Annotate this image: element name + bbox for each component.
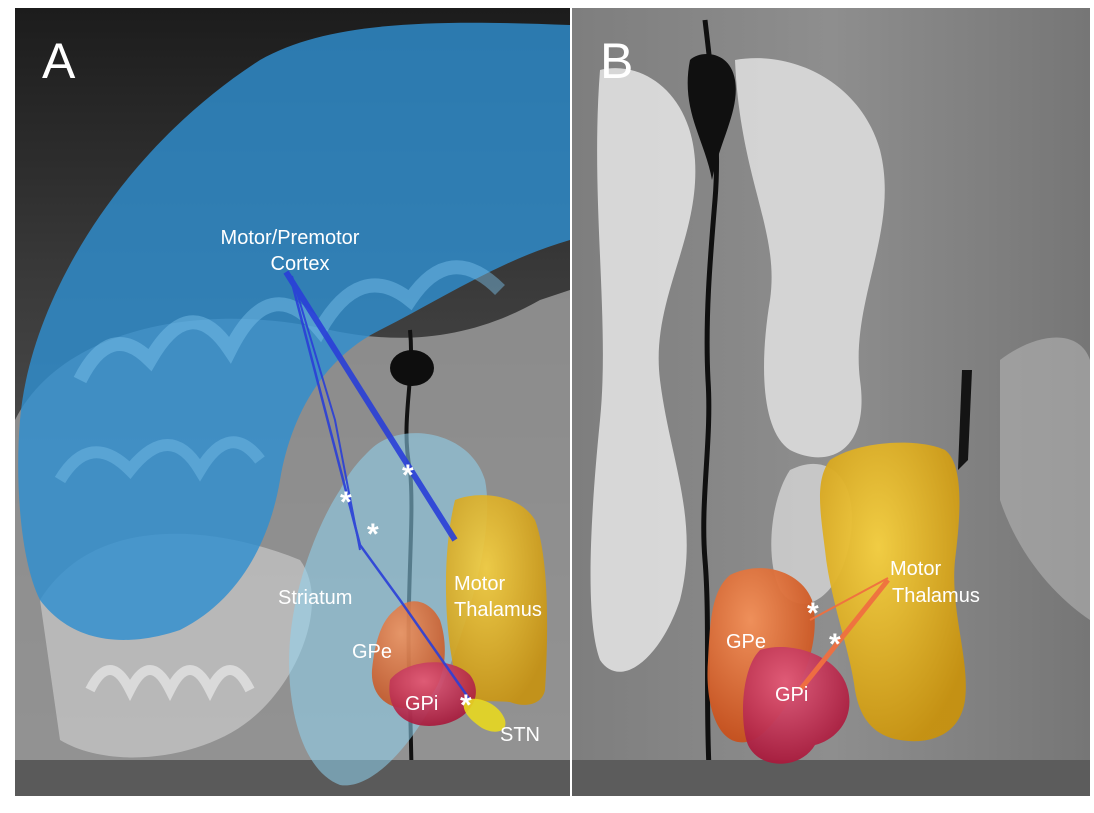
striatum-surface [289, 433, 488, 786]
panel-b-white-matter-right [735, 58, 885, 458]
marker-a-3: * [367, 518, 379, 551]
panel-b: B Motor Thalamus GPe GPi * * [572, 8, 1090, 796]
cortex-surface [18, 22, 570, 640]
cortex-folds [73, 260, 505, 384]
label-thalamus-a-line1: Motor [454, 573, 505, 595]
label-thalamus-a-line2: Thalamus [454, 599, 542, 621]
panel-a-gyri [85, 665, 255, 702]
panel-divider [570, 8, 572, 796]
label-striatum: Striatum [278, 587, 352, 609]
thalamus-a-surface [445, 495, 548, 705]
panel-b-right-ventricle [958, 370, 972, 470]
marker-a-4: * [460, 689, 472, 722]
tracts-pallidal [798, 577, 890, 692]
panel-a-ventricle [390, 350, 434, 386]
panel-b-white-matter-left [590, 68, 696, 672]
label-gpe-b: GPe [726, 631, 766, 653]
marker-a-1: * [402, 459, 414, 492]
label-thalamus-b-line2: Thalamus [892, 585, 980, 607]
marker-b-1: * [807, 597, 819, 630]
stn-a-surface [463, 698, 506, 732]
panel-a-floor-strip [15, 760, 570, 796]
panel-a-letter: A [42, 33, 76, 89]
panel-b-right-texture [1000, 337, 1090, 620]
label-stn: STN [500, 724, 540, 746]
cortex-folds-2 [54, 436, 265, 484]
label-gpe-a: GPe [352, 641, 392, 663]
panel-b-letter: B [600, 33, 633, 89]
label-thalamus-b-line1: Motor [890, 558, 941, 580]
panel-b-floor-strip [572, 760, 1090, 796]
label-cortex-line2: Cortex [271, 253, 330, 275]
marker-b-2: * [829, 628, 841, 661]
panel-a: A Motor/Premotor Cortex Striatum Motor T… [15, 8, 570, 796]
gpi-b-surface [743, 646, 850, 764]
tracts-cortical [283, 270, 472, 701]
thalamus-b-surface [820, 442, 966, 742]
marker-a-2: * [340, 486, 352, 519]
panel-b-ventricle [687, 54, 736, 180]
label-gpi-b: GPi [775, 684, 808, 706]
label-cortex-line1: Motor/Premotor [221, 227, 360, 249]
label-gpi-a: GPi [405, 693, 438, 715]
